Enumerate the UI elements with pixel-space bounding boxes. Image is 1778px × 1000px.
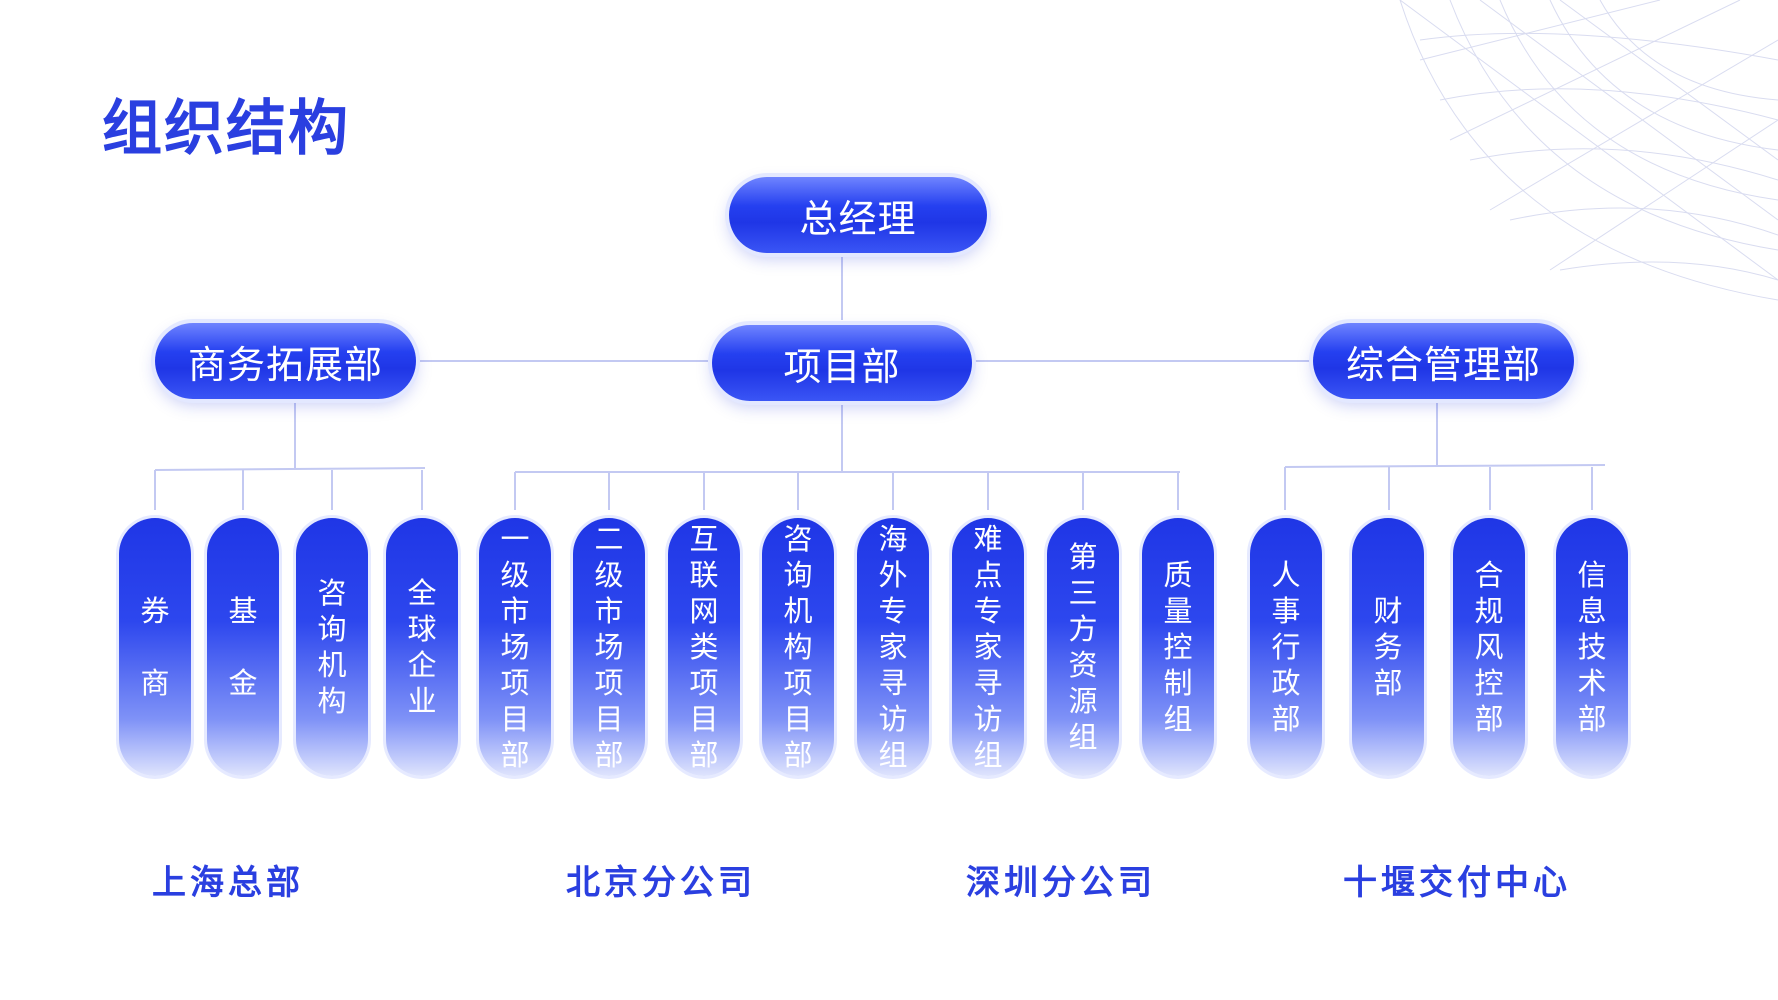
dept-third-party-resources[interactable]: 第三方资源组: [1047, 518, 1119, 776]
dept-consulting-agency[interactable]: 咨询机构: [296, 518, 368, 776]
dept-hr-admin[interactable]: 人事行政部: [1250, 518, 1322, 776]
node-general-management[interactable]: 综合管理部: [1313, 323, 1574, 399]
dept-information-technology[interactable]: 信息技术部: [1556, 518, 1628, 776]
branch-label-shanghai: 上海总部: [152, 863, 304, 903]
dept-primary-market[interactable]: 一级市场项目部: [479, 518, 551, 776]
branch-label-shiyan: 十堰交付中心: [1343, 863, 1571, 903]
node-general-manager[interactable]: 总经理: [729, 177, 987, 253]
dept-overseas-expert-search[interactable]: 海外专家寻访组: [857, 518, 929, 776]
dept-difficult-expert-search[interactable]: 难点专家寻访组: [952, 518, 1024, 776]
globe-decoration: [1399, 0, 1778, 301]
node-business-development[interactable]: 商务拓展部: [155, 323, 416, 399]
branch-label-shenzhen: 深圳分公司: [966, 863, 1156, 903]
node-project-department[interactable]: 项目部: [712, 325, 972, 401]
dept-internet-projects[interactable]: 互联网类项目部: [668, 518, 740, 776]
page-title: 组织结构: [102, 94, 350, 164]
dept-global-enterprise[interactable]: 全球企业: [386, 518, 458, 776]
branch-label-beijing: 北京分公司: [566, 863, 756, 903]
dept-consulting-projects[interactable]: 咨询机构项目部: [762, 518, 834, 776]
dept-fund[interactable]: 基金: [207, 518, 279, 776]
dept-finance[interactable]: 财务部: [1352, 518, 1424, 776]
dept-quality-control[interactable]: 质量控制组: [1142, 518, 1214, 776]
dept-compliance-risk[interactable]: 合规风控部: [1453, 518, 1525, 776]
dept-brokerage[interactable]: 券商: [119, 518, 191, 776]
dept-secondary-market[interactable]: 二级市场项目部: [573, 518, 645, 776]
